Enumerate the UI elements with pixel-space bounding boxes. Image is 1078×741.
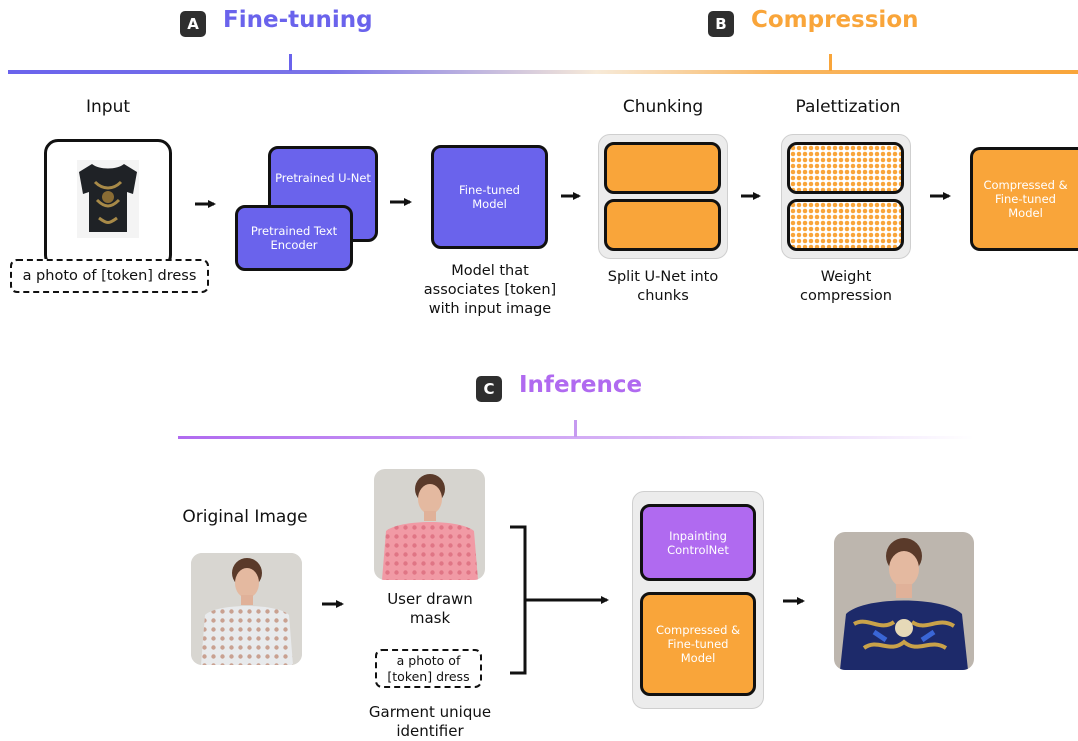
chunking-label: Chunking <box>622 97 704 117</box>
original-image-label: Original Image <box>182 507 308 527</box>
output-image-woman <box>834 532 974 670</box>
palettization-caption: Weight compression <box>800 269 892 304</box>
chunk-2 <box>604 199 721 251</box>
compression-tick <box>829 54 832 71</box>
prompt-caption: Garment unique identifier <box>368 703 492 740</box>
original-image <box>191 553 302 665</box>
inference-bracket <box>510 525 527 675</box>
fine-tuning-tick <box>289 54 292 71</box>
section-a-title: Fine-tuning <box>223 7 373 33</box>
palettization-label: Palettization <box>795 97 901 117</box>
fine-tuning-compression-timeline <box>8 70 1078 74</box>
input-image-frame <box>44 139 172 269</box>
finetune-prompt: a photo of [token] dress <box>10 259 209 293</box>
inpainting-controlnet-box: Inpainting ControlNet <box>640 504 756 581</box>
dress-image <box>77 160 139 238</box>
inference-tick <box>574 420 577 437</box>
palettized-chunk-1 <box>787 142 904 194</box>
pretrained-text-encoder-box: Pretrained Text Encoder <box>235 205 353 271</box>
section-c-badge: C <box>476 376 502 402</box>
original-image-woman <box>191 553 302 665</box>
input-label: Input <box>85 97 131 117</box>
masked-image-woman <box>374 469 485 580</box>
finetuned-model-box: Fine-tuned Model <box>431 145 548 249</box>
section-b-title: Compression <box>751 7 919 33</box>
inference-compressed-model-box: Compressed & Fine-tuned Model <box>640 592 756 696</box>
palettized-chunk-2 <box>787 199 904 251</box>
inference-timeline <box>178 436 974 439</box>
chunking-caption: Split U-Net into chunks <box>607 269 719 304</box>
compressed-model-box: Compressed & Fine-tuned Model <box>970 147 1078 251</box>
section-c-title: Inference <box>519 372 643 398</box>
output-image <box>834 532 974 670</box>
chunk-1 <box>604 142 721 194</box>
section-b-badge: B <box>708 11 734 37</box>
inference-prompt: a photo of [token] dress <box>375 649 482 688</box>
finetuned-caption: Model that associates [token] with input… <box>423 263 557 317</box>
masked-image <box>374 469 485 580</box>
section-a-badge: A <box>180 11 206 37</box>
mask-caption: User drawn mask <box>387 590 473 627</box>
